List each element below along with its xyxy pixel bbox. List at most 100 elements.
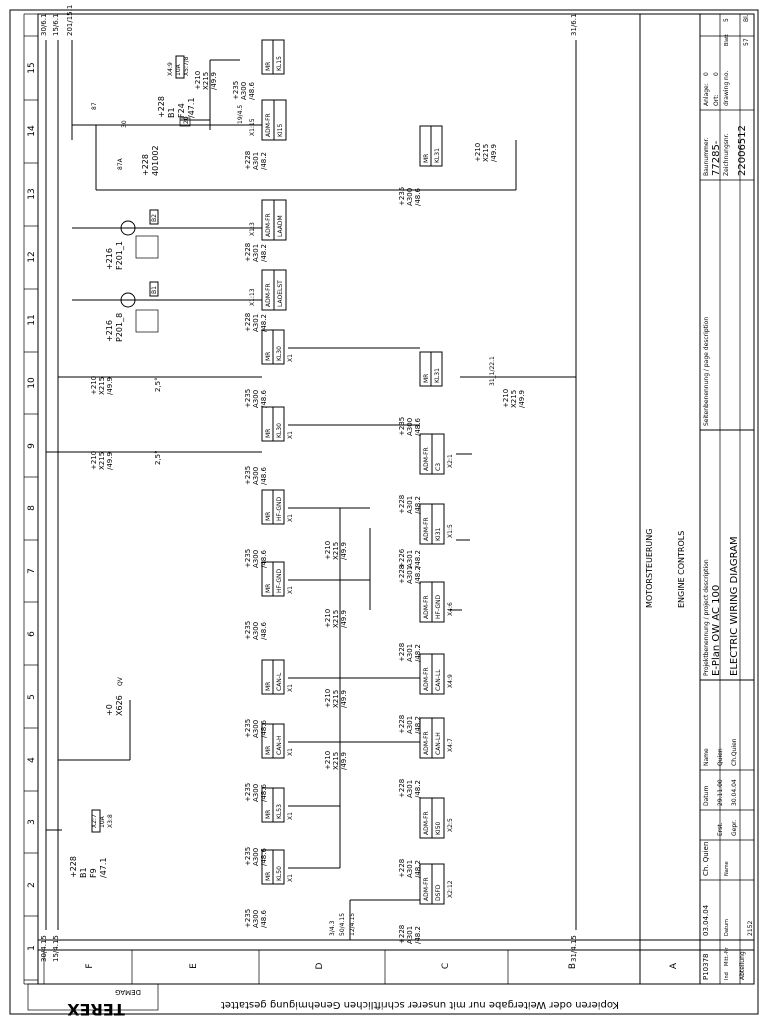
label: /47.1 bbox=[99, 857, 108, 878]
rail-label: 30/4.15 bbox=[40, 935, 48, 962]
column-number: 15 bbox=[27, 62, 37, 73]
label: X626 bbox=[115, 695, 124, 716]
label: 0 bbox=[713, 72, 720, 76]
column-number: 3 bbox=[27, 819, 37, 825]
label: X1:15 bbox=[249, 118, 256, 136]
label: /48.6 bbox=[260, 784, 268, 802]
label: X2:5 bbox=[447, 818, 454, 832]
label: /48.6 bbox=[414, 188, 422, 206]
label: +228 bbox=[398, 643, 406, 662]
label: KL31 bbox=[434, 148, 441, 163]
row-letter: A bbox=[669, 962, 679, 969]
label: +228 bbox=[244, 151, 252, 170]
label: +210 bbox=[324, 751, 332, 770]
label: +228 bbox=[157, 96, 166, 118]
label: MR bbox=[265, 682, 272, 691]
outer-frame bbox=[9, 9, 759, 1015]
label: Baunummer. bbox=[703, 138, 710, 176]
label: ADM-FR bbox=[423, 447, 430, 471]
column-number: 12 bbox=[27, 251, 37, 262]
label: A301 bbox=[406, 566, 414, 584]
column-number: 14 bbox=[27, 125, 37, 137]
label: X1:3 bbox=[249, 222, 256, 236]
label: +0 bbox=[105, 704, 114, 716]
label: X4:9 bbox=[447, 674, 454, 688]
row-letter: D bbox=[315, 962, 325, 969]
label: CAN-L bbox=[276, 672, 283, 691]
label: ADM-FR bbox=[423, 667, 430, 691]
label: +235 bbox=[244, 549, 252, 568]
label: +228 bbox=[398, 925, 406, 944]
label: 401002 bbox=[151, 145, 160, 176]
column-number: 9 bbox=[27, 443, 37, 449]
label: 3/4.3 bbox=[329, 920, 336, 936]
label: +228 bbox=[398, 495, 406, 514]
label: KL30 bbox=[276, 346, 283, 361]
column-number: 2 bbox=[27, 882, 37, 888]
label: +210 bbox=[324, 609, 332, 628]
label: /48.2 bbox=[414, 550, 422, 568]
label: ADM-FR bbox=[265, 283, 272, 307]
label: MR bbox=[265, 584, 272, 593]
label: MR bbox=[265, 512, 272, 521]
label: /49.9 bbox=[340, 610, 348, 628]
label: +228 bbox=[244, 243, 252, 262]
column-number: 8 bbox=[27, 505, 37, 511]
label: +216 bbox=[105, 248, 114, 270]
label: /49.9 bbox=[490, 144, 498, 162]
label: Mitt.-Nr bbox=[724, 946, 730, 966]
label: /48.2 bbox=[414, 716, 422, 734]
label: KL15 bbox=[276, 56, 283, 71]
label: F201_1 bbox=[115, 241, 124, 270]
label: A300 bbox=[252, 550, 260, 568]
row-letter: F bbox=[85, 963, 95, 968]
label: A301 bbox=[406, 644, 414, 662]
label: +235 bbox=[244, 719, 252, 738]
label: 29.11.00 bbox=[717, 779, 724, 806]
label: X1 bbox=[287, 812, 294, 820]
label: +228 bbox=[398, 565, 406, 584]
label: A300 bbox=[252, 390, 260, 408]
label: /49.9 bbox=[210, 72, 218, 90]
row-letter: C bbox=[441, 963, 451, 969]
label: +228 bbox=[398, 779, 406, 798]
label: MR bbox=[265, 352, 272, 361]
label: X215 bbox=[98, 452, 106, 470]
label: /49.9 bbox=[106, 377, 114, 395]
label: Datum bbox=[724, 919, 730, 936]
label: MR bbox=[265, 746, 272, 755]
label: KL53 bbox=[276, 804, 283, 819]
label: +210 bbox=[194, 71, 202, 90]
label: DSFD bbox=[435, 884, 442, 901]
label: /47.1 bbox=[187, 97, 196, 118]
label: Zeichnungsnr. bbox=[723, 133, 730, 176]
label: A300 bbox=[406, 188, 414, 206]
rail-label: 30/6.1 bbox=[40, 14, 48, 36]
label: /49.9 bbox=[518, 390, 526, 408]
label: MR bbox=[423, 374, 430, 383]
tag-box bbox=[149, 281, 159, 297]
label: X215 bbox=[202, 72, 210, 90]
tag-box bbox=[149, 209, 159, 225]
label: 30.04.04 bbox=[731, 779, 738, 806]
label: Seitenbenennung / page description bbox=[703, 317, 710, 426]
label: X1:13 bbox=[249, 288, 256, 306]
label: 03.04.04 bbox=[702, 904, 710, 936]
label: F9 bbox=[89, 868, 98, 878]
label: CAN-H bbox=[276, 736, 283, 755]
label: LAADM bbox=[277, 215, 284, 237]
label: A301 bbox=[252, 152, 260, 170]
label: X3:8 bbox=[107, 814, 114, 828]
column-number: 10 bbox=[27, 377, 37, 389]
label: KI15 bbox=[277, 123, 284, 137]
label: +210 bbox=[324, 689, 332, 708]
label: +235 bbox=[232, 81, 240, 100]
label: +235 bbox=[244, 389, 252, 408]
drawing-frame bbox=[37, 13, 755, 985]
label: X1 bbox=[287, 586, 294, 594]
label: A301 bbox=[252, 314, 260, 332]
label: 87A bbox=[117, 157, 124, 170]
label: X1 bbox=[287, 874, 294, 882]
label: A301 bbox=[252, 244, 260, 262]
